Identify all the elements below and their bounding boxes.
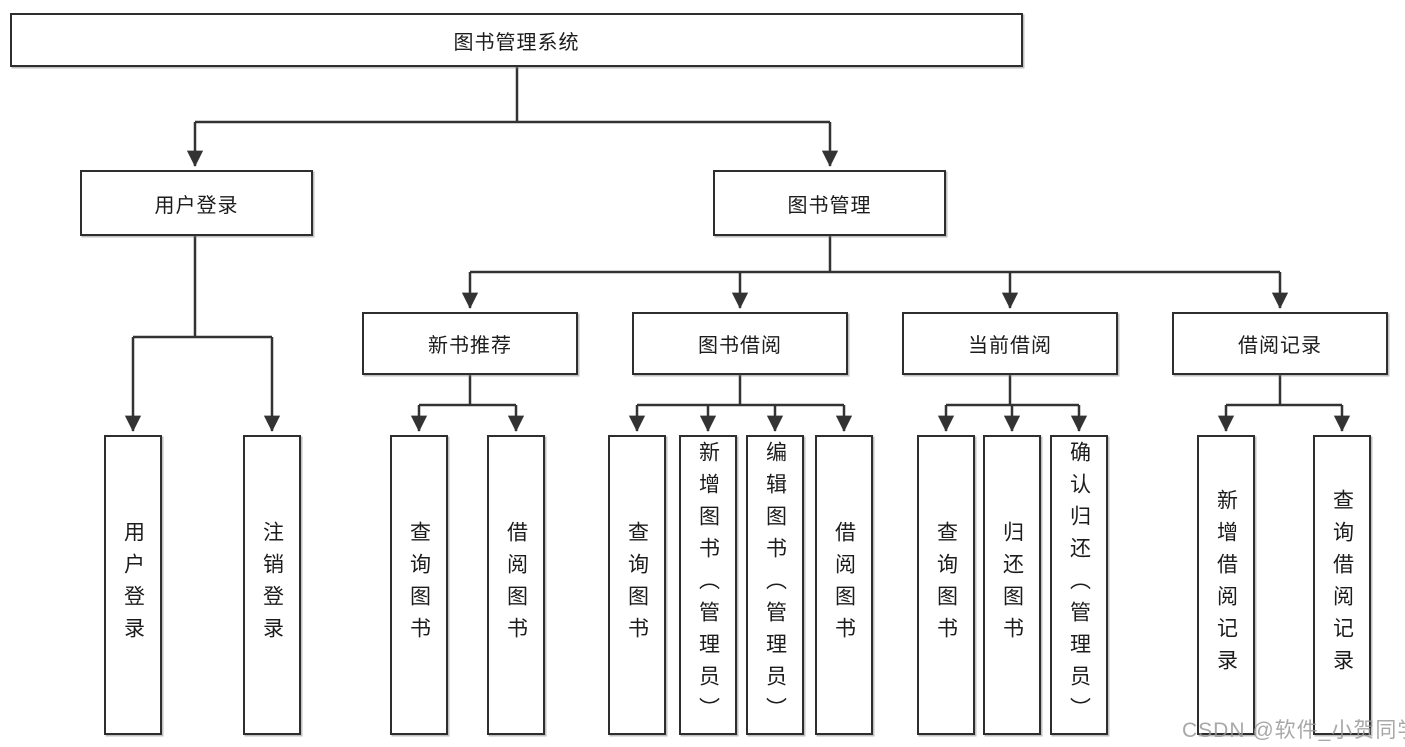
leaf-return-books-label: 归还图书 (1000, 521, 1024, 649)
node-book-borrow: 图书借阅 (632, 312, 848, 375)
leaf-query-borrow-record-label: 查询借阅记录 (1330, 489, 1354, 681)
leaf-user-login-label: 用户登录 (121, 521, 145, 649)
leaf-add-borrow-record-label: 新增借阅记录 (1214, 489, 1238, 681)
leaf-query-books-1: 查询图书 (390, 435, 448, 735)
leaf-query-books-3-label: 查询图书 (934, 521, 958, 649)
node-user-login-branch-label: 用户登录 (154, 194, 239, 217)
leaf-user-login: 用户登录 (104, 435, 162, 735)
leaf-logout-label: 注销登录 (260, 521, 284, 649)
leaf-borrow-books-1: 借阅图书 (487, 435, 545, 735)
node-borrow-records-label: 借阅记录 (1238, 335, 1322, 357)
leaf-edit-books-admin-label: 编辑图书（管理员） (763, 441, 787, 729)
node-new-book-recommend-label: 新书推荐 (428, 335, 512, 357)
leaf-add-borrow-record: 新增借阅记录 (1197, 435, 1255, 735)
leaf-confirm-return-admin: 确认归还（管理员） (1050, 435, 1108, 735)
node-user-login-branch: 用户登录 (80, 170, 313, 236)
node-book-borrow-label: 图书借阅 (698, 335, 782, 357)
node-book-management-branch-label: 图书管理 (787, 194, 872, 217)
node-borrow-records: 借阅记录 (1172, 312, 1388, 375)
leaf-logout: 注销登录 (243, 435, 301, 735)
leaf-add-books-admin: 新增图书（管理员） (679, 435, 737, 735)
csdn-watermark: CSDN @软件_小贺同学 (1182, 719, 1405, 742)
leaf-query-books-3: 查询图书 (917, 435, 975, 735)
node-book-management-branch: 图书管理 (713, 170, 946, 236)
node-current-borrow-label: 当前借阅 (968, 335, 1052, 357)
node-new-book-recommend: 新书推荐 (362, 312, 578, 375)
leaf-query-books-2-label: 查询图书 (625, 521, 649, 649)
leaf-borrow-books-2: 借阅图书 (815, 435, 873, 735)
leaf-edit-books-admin: 编辑图书（管理员） (746, 435, 804, 735)
leaf-query-books-2: 查询图书 (608, 435, 666, 735)
node-library-system-label: 图书管理系统 (453, 31, 580, 54)
leaf-borrow-books-1-label: 借阅图书 (504, 521, 528, 649)
leaf-confirm-return-admin-label: 确认归还（管理员） (1067, 441, 1091, 729)
leaf-borrow-books-2-label: 借阅图书 (832, 521, 856, 649)
leaf-query-books-1-label: 查询图书 (407, 521, 431, 649)
node-library-system: 图书管理系统 (10, 13, 1023, 67)
leaf-query-borrow-record: 查询借阅记录 (1313, 435, 1371, 735)
leaf-add-books-admin-label: 新增图书（管理员） (696, 441, 720, 729)
leaf-return-books: 归还图书 (983, 435, 1041, 735)
node-current-borrow: 当前借阅 (902, 312, 1118, 375)
